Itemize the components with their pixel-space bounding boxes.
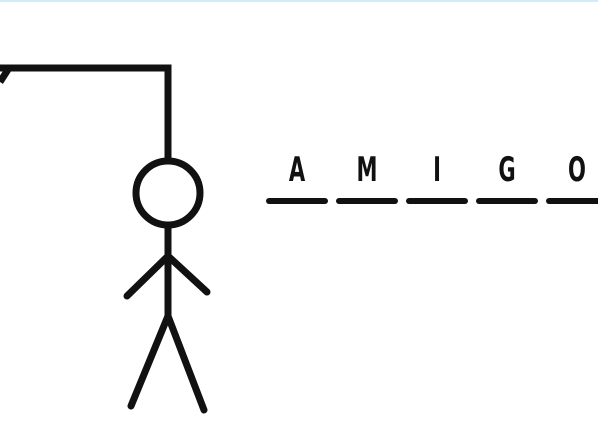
figure-right-leg bbox=[164, 312, 208, 414]
letter-slot: I bbox=[406, 150, 468, 210]
letter-underline bbox=[476, 198, 538, 204]
letter-underline bbox=[266, 198, 328, 204]
letter: A bbox=[288, 150, 306, 190]
gallows-beam bbox=[0, 64, 172, 160]
top-border bbox=[0, 0, 598, 2]
letter: O bbox=[568, 150, 586, 190]
letter-underline bbox=[546, 198, 598, 204]
letter-underline bbox=[406, 198, 468, 204]
letter-underline bbox=[336, 198, 398, 204]
gallows-icon bbox=[0, 64, 172, 160]
figure-left-arm bbox=[123, 252, 172, 300]
figure-right-arm bbox=[164, 252, 211, 296]
letter: G bbox=[498, 150, 516, 190]
letter-slot: G bbox=[476, 150, 538, 210]
letter: I bbox=[433, 150, 441, 190]
letter-slot: M bbox=[336, 150, 398, 210]
figure-left-leg bbox=[127, 312, 172, 410]
letter-slot: A bbox=[266, 150, 328, 210]
hangman-stick-figure-icon bbox=[123, 157, 211, 414]
figure-head bbox=[132, 157, 204, 229]
letter: M bbox=[356, 150, 378, 190]
gallows-brace bbox=[0, 66, 12, 84]
word-display: A M I G O bbox=[266, 150, 598, 210]
letter-slot: O bbox=[546, 150, 598, 210]
